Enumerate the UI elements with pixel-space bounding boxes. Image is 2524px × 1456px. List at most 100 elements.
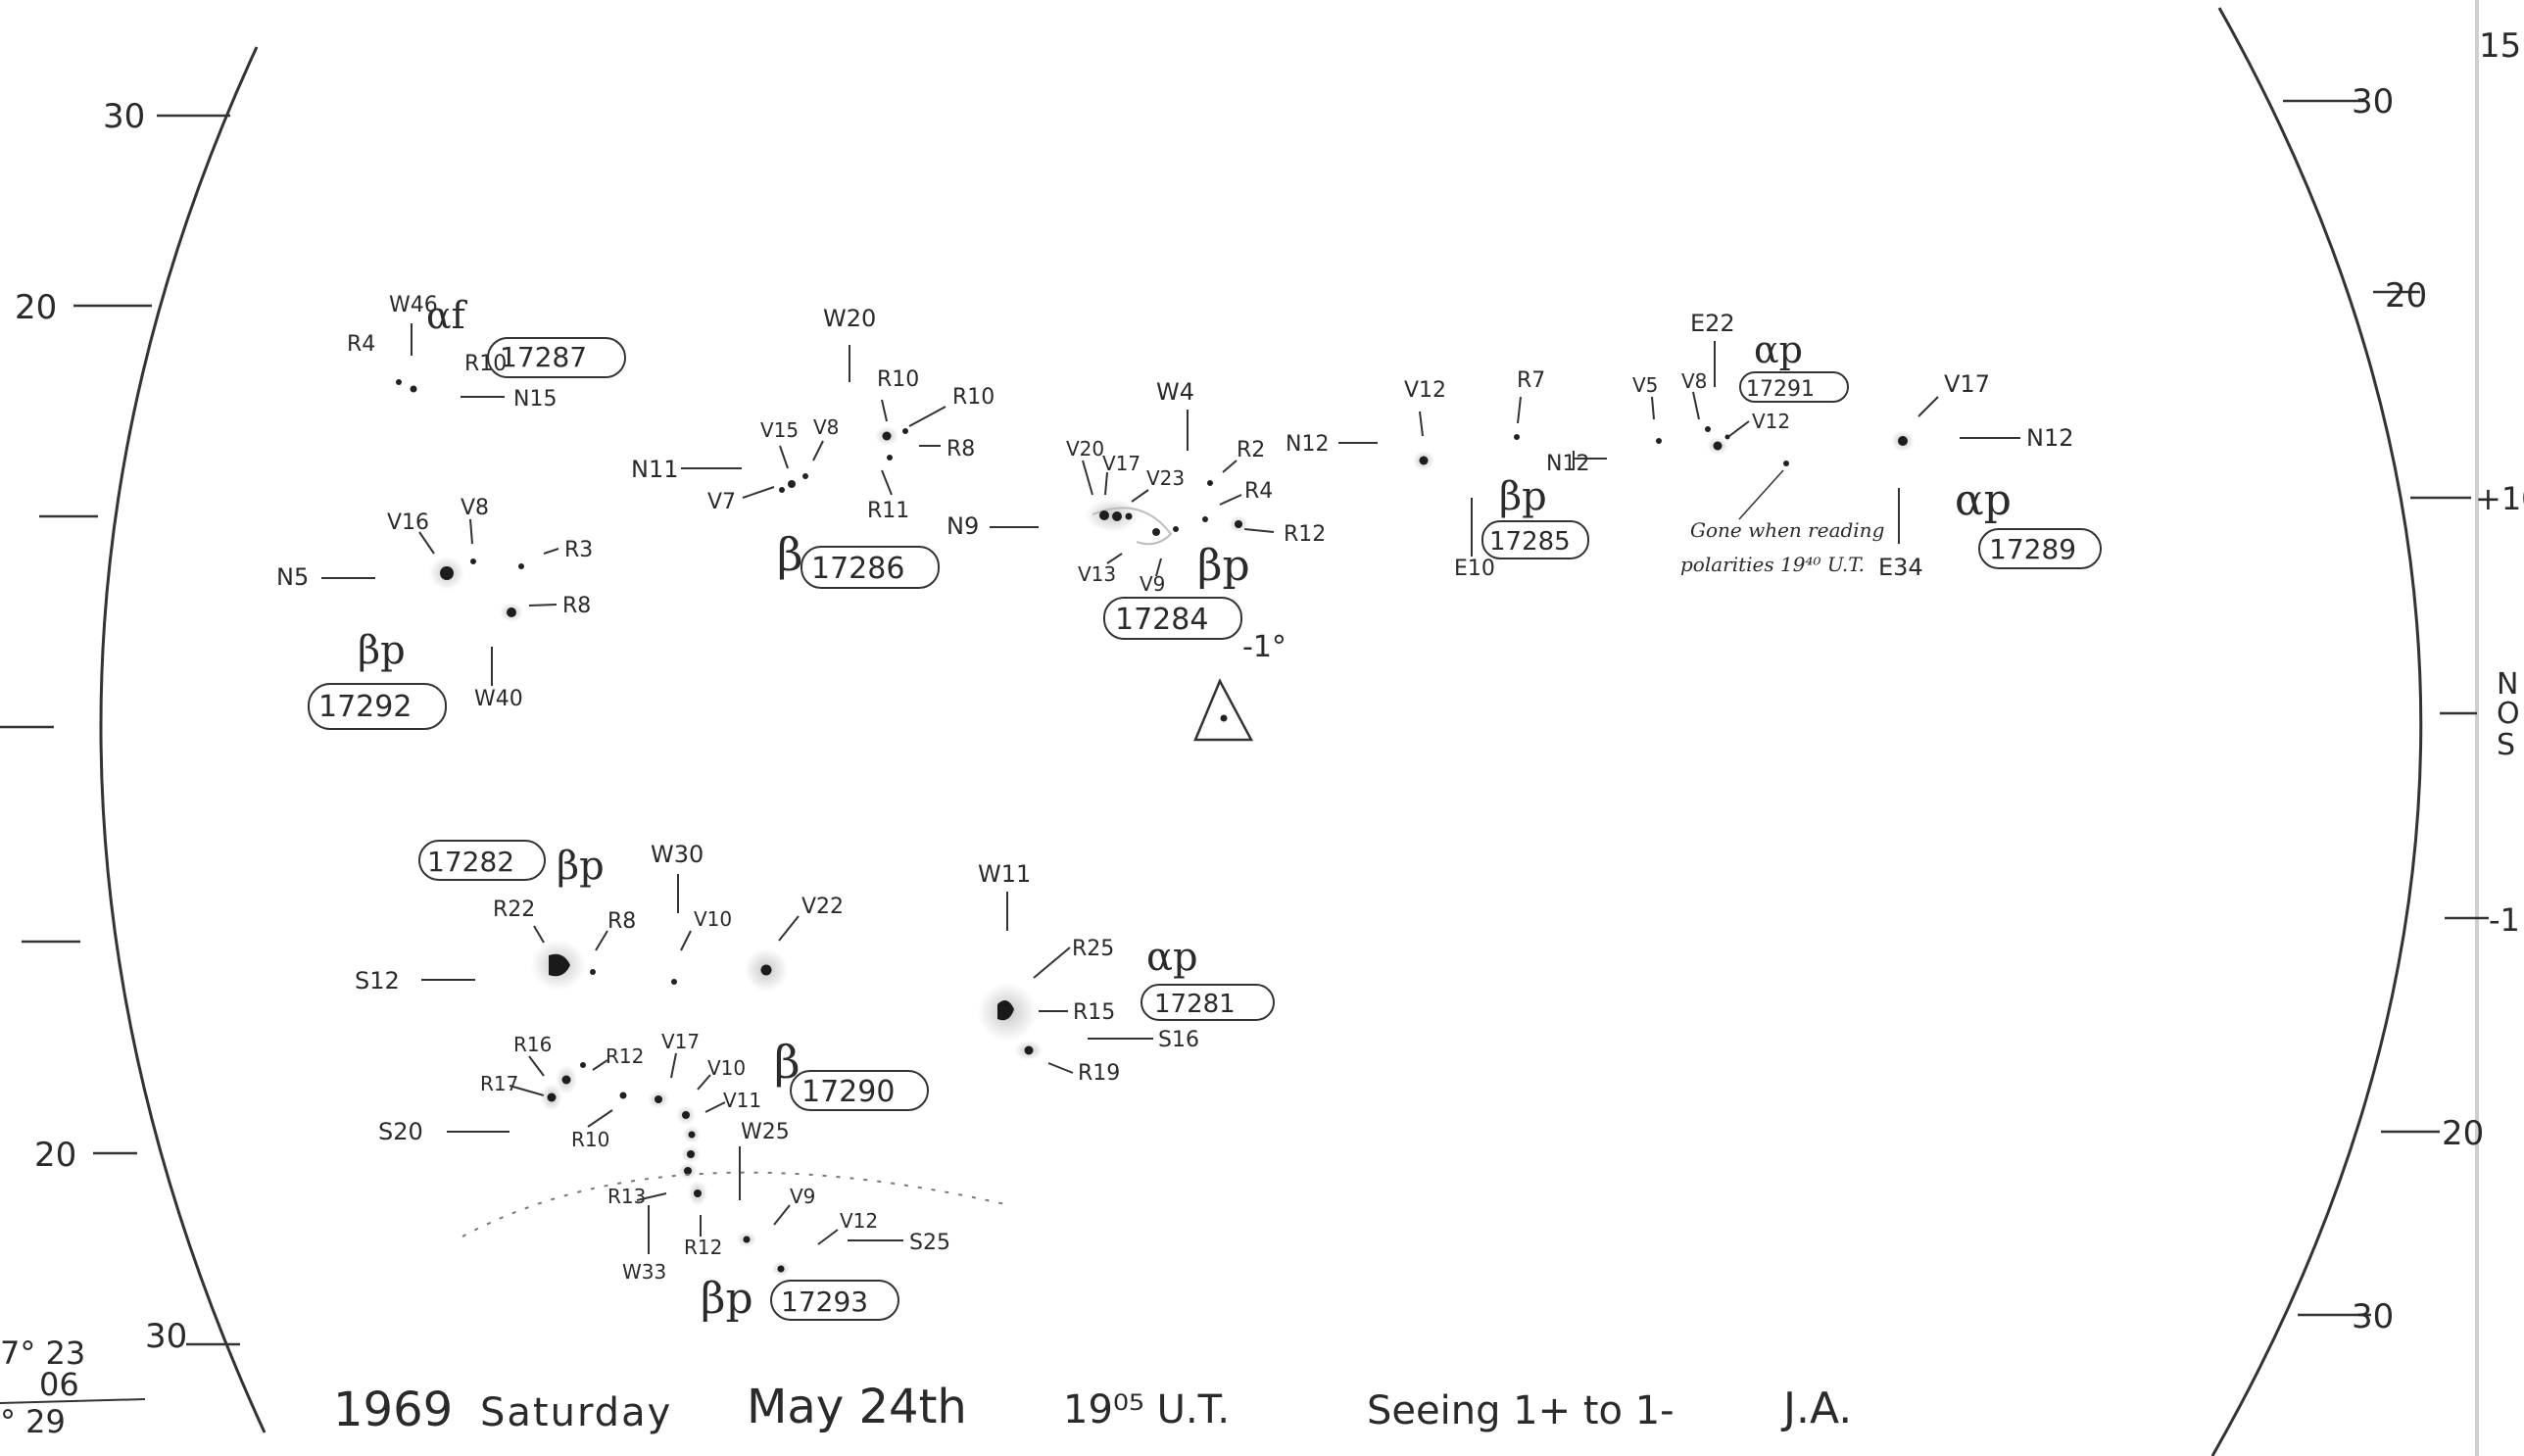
spot-label: R19	[1078, 1061, 1120, 1086]
left-tick-label: 20	[34, 1136, 76, 1175]
spot-label: R17	[480, 1072, 518, 1095]
spot-label: V10	[694, 907, 732, 931]
group-number: 17293	[781, 1286, 868, 1318]
group-number-box	[418, 840, 546, 881]
spot-label: E34	[1878, 554, 1923, 581]
group-number-box	[1103, 597, 1242, 640]
spot-label: R10	[952, 385, 995, 410]
spot-label: V13	[1078, 562, 1116, 586]
group-class: βp	[701, 1274, 753, 1324]
sunspot-group-17289: V17 N12 E34 αp 17289	[1878, 370, 2102, 581]
spot-label: R16	[513, 1033, 552, 1056]
footer-date: May 24th	[747, 1380, 967, 1434]
spot-label: R8	[562, 594, 591, 618]
group-class: βp	[557, 844, 605, 889]
group-number: 17287	[500, 341, 587, 373]
group-number: 17292	[318, 690, 412, 724]
group-number-box	[1739, 371, 1849, 403]
group-class: αp	[1146, 935, 1198, 980]
spot-label: R11	[867, 499, 909, 523]
spot-label: N15	[513, 387, 557, 412]
group-number: 17282	[427, 846, 514, 878]
spot-label: V17	[661, 1030, 700, 1053]
spot-label: V15	[760, 418, 799, 442]
right-tick-label: 30	[2352, 1297, 2394, 1336]
solar-limb-right	[2210, 7, 2423, 1456]
spot-label: V9	[1140, 572, 1165, 596]
right-tick-label: O	[2497, 697, 2520, 731]
footer-day: Saturday	[480, 1390, 672, 1435]
right-scale: 30 20 +10 N O S -1 20 30 15	[2283, 26, 2524, 1336]
sunspot-group-17292: V16 V8 R3 N5 R8 W40 βp 17292	[276, 496, 593, 730]
group-number: 17286	[811, 552, 904, 586]
spot-label: V12	[1752, 410, 1790, 433]
spot-label: R15	[1073, 1000, 1115, 1025]
spot-label: E10	[1454, 557, 1495, 581]
spot-label: R8	[607, 909, 636, 934]
group-class: βp	[1499, 474, 1547, 519]
group-number: 17284	[1115, 603, 1208, 637]
group-number-box	[801, 546, 940, 589]
spot-label: V17	[1102, 452, 1141, 475]
group-number: 17290	[801, 1075, 895, 1109]
group-class: β	[777, 528, 803, 581]
group-class: βp	[1197, 541, 1250, 591]
right-tick-label: +10	[2475, 480, 2524, 517]
spot-label: S20	[378, 1118, 423, 1145]
right-tick-label: N	[2497, 667, 2518, 702]
spot-label: R4	[1244, 479, 1273, 504]
group-number-box	[770, 1280, 899, 1321]
spot-label: W25	[741, 1120, 790, 1144]
spot-label: V11	[723, 1089, 761, 1112]
spot-label: W11	[978, 860, 1031, 888]
pole-mark-label: -1°	[1242, 630, 1286, 664]
spot-label: S12	[355, 967, 400, 995]
spot-label: R12	[684, 1236, 722, 1259]
spot-label: V10	[707, 1056, 746, 1080]
svg-text:7° 23: 7° 23	[0, 1335, 85, 1372]
group-number-box	[1978, 528, 2102, 569]
sunspot-group-17287: W46 R4 R10 N15 αf 17287	[347, 293, 626, 412]
group-number-box	[1481, 520, 1589, 559]
group-class: αp	[1754, 328, 1803, 371]
spot-label: N12	[1546, 452, 1589, 476]
spot-label: V12	[840, 1209, 878, 1233]
group-number-box	[790, 1070, 929, 1111]
sunspot-group-17282: 17282 βp W30 R22 R8 V10 V22 S12	[355, 840, 844, 995]
spot-label: S25	[909, 1231, 950, 1255]
right-tick-label: S	[2497, 728, 2515, 762]
spot-label: R7	[1517, 368, 1545, 393]
sunspot-group-17284: W4 V20 V17 V23 R2 R4 N9 R12 V13 V9 βp 17…	[946, 378, 1326, 742]
spot-label: R8	[946, 437, 975, 461]
spot-label: W33	[622, 1260, 666, 1284]
left-tick-label: 30	[145, 1317, 187, 1356]
sunspot-group-17281: W11 R25 R15 S16 R19 αp 17281	[978, 860, 1275, 1086]
spot-label: V8	[1681, 369, 1707, 393]
spot-label: V5	[1632, 373, 1658, 397]
spot-label: R4	[347, 332, 375, 357]
note-text: polarities 19⁴⁰ U.T.	[1680, 553, 1865, 576]
right-tick-label: 20	[2442, 1114, 2484, 1153]
spot-label: E22	[1690, 310, 1735, 337]
left-tick-label: 30	[103, 97, 145, 136]
group-number-box	[487, 337, 626, 378]
spot-label: N5	[276, 563, 309, 591]
footer-year: 1969	[333, 1383, 453, 1437]
spot-label: R2	[1237, 438, 1265, 462]
spot-label: N12	[2026, 424, 2074, 452]
sunspot-group-17291: E22 V5 V8 V12 αp 17291 Gone when reading…	[1632, 310, 1884, 576]
spot-label: N11	[631, 456, 679, 483]
spot-label: V7	[707, 490, 736, 514]
spot-label: V17	[1944, 370, 1990, 398]
corner-number: 15	[2479, 26, 2521, 66]
group-class: αf	[426, 294, 468, 337]
spot-label: W40	[474, 687, 523, 711]
group-number: 17291	[1746, 377, 1815, 402]
group-number: 17289	[1989, 533, 2076, 565]
spot-label: R25	[1072, 937, 1114, 961]
spot-label: R10	[464, 352, 507, 376]
group-number: 17285	[1489, 527, 1571, 557]
group-class: αp	[1955, 475, 2012, 525]
spot-label: R22	[493, 898, 535, 922]
sunspot-group-17286: W20 R10 R10 V15 V8 R8 N11 V7 R11 β 17286	[631, 305, 995, 589]
